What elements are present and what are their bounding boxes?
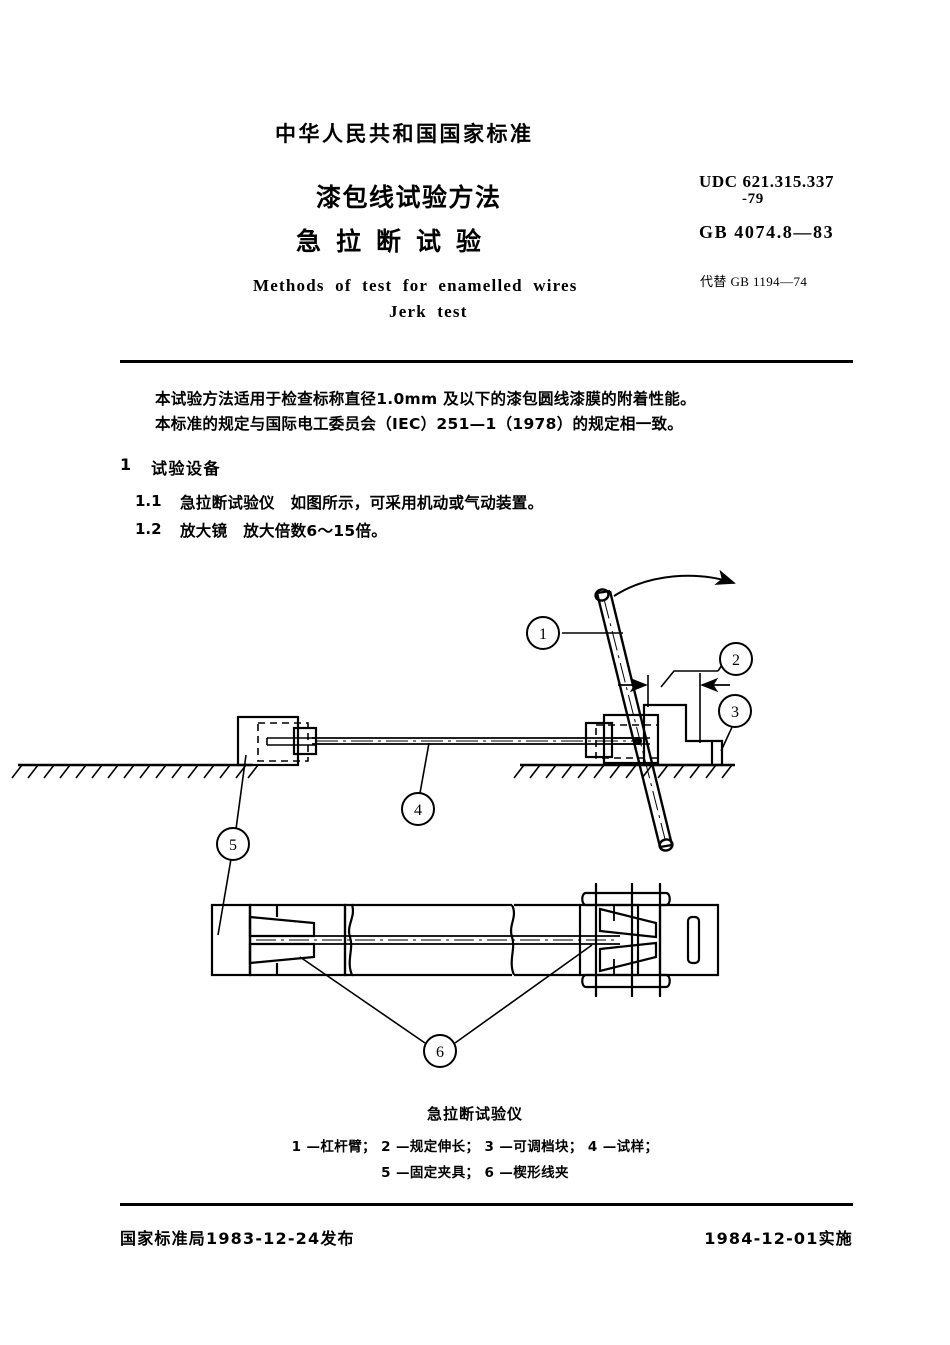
callout-bubble-3-label: 3	[731, 704, 739, 721]
fixed-clamp-block-left	[236, 715, 318, 767]
lever-pivot-top	[594, 588, 610, 602]
lever-pivot-joint	[634, 737, 642, 745]
plan-view-body-right	[514, 903, 580, 977]
figure-caption: 急拉断试验仪	[426, 1105, 523, 1123]
jerk-test-apparatus-figure: 1 2 3	[0, 565, 950, 1085]
item-1-1-text: 急拉断试验仪 如图所示，可采用机动或气动装置。	[180, 494, 544, 512]
item-1-1-number: 1.1	[135, 492, 162, 510]
callout-bubble-5	[216, 827, 250, 861]
fixed-clamp-inner-detail	[266, 737, 316, 746]
gb-standard-number: GB 4074.8—83	[699, 222, 835, 242]
figure-legend-line1: 1 —杠杆臂； 2 —规定伸长； 3 —可调档块； 4 —试样；	[291, 1139, 659, 1155]
udc-classification-line2: -79	[742, 191, 764, 207]
callout-bubble-4	[401, 792, 435, 826]
item-1-2-text: 放大镜 放大倍数6～15倍。	[180, 522, 388, 540]
plan-view-break-symbol	[509, 904, 516, 976]
document-title-english-line1: Methods of test for enamelled wires	[253, 276, 578, 295]
apparatus-drawing-svg: 1 2 3	[11, 569, 753, 1068]
footer-divider-rule	[120, 1203, 853, 1206]
callout-2-leader	[660, 670, 718, 688]
section-1-title: 试验设备	[151, 459, 222, 478]
callout-6-leader-left	[299, 956, 426, 1044]
national-standard-heading: 中华人民共和国国家标准	[275, 122, 534, 146]
document-title-chinese-line2: 急拉断试验	[296, 227, 497, 256]
plan-view-end-plate	[658, 903, 720, 977]
scope-paragraph-line2: 本标准的规定与国际电工委员会（IEC）251—1（1978）的规定相一致。	[155, 415, 684, 433]
plan-view-body-middle	[352, 903, 512, 977]
callout-bubble-3	[718, 694, 752, 728]
callout-bubble-2-label: 2	[732, 652, 740, 669]
callout-bubble-1	[526, 616, 560, 650]
callout-6-leader-right	[454, 944, 593, 1044]
item-1-2-number: 1.2	[135, 520, 162, 538]
document-title-chinese-line1: 漆包线试验方法	[316, 183, 502, 212]
footer-effective-date: 1984-12-01实施	[704, 1229, 853, 1248]
lever-pivot-bottom	[658, 838, 674, 852]
ground-hatch-left	[11, 764, 259, 779]
figure-legend-line2: 5 —固定夹具； 6 —楔形线夹	[381, 1165, 569, 1181]
lever-arm	[595, 589, 674, 849]
callout-4-leader	[419, 742, 430, 794]
section-1-number: 1	[120, 455, 132, 474]
udc-classification-line1: UDC 621.315.337	[699, 172, 835, 191]
callout-bubble-4-label: 4	[414, 802, 422, 819]
callout-bubble-5-label: 5	[229, 837, 237, 854]
fixed-clamp-hidden-outline	[257, 722, 309, 762]
callout-5-leader	[217, 754, 247, 936]
callout-bubble-6	[423, 1034, 457, 1068]
lever-arm-centerline	[603, 598, 666, 840]
specimen-wire-plan	[252, 935, 620, 945]
footer-issued-date: 国家标准局1983-12-24发布	[120, 1229, 355, 1248]
callout-bubble-6-label: 6	[436, 1044, 444, 1061]
callout-bubble-2	[719, 642, 753, 676]
document-title-english-line2: Jerk test	[389, 302, 468, 321]
dimension-extension-lines	[647, 673, 701, 743]
header-divider-rule	[120, 360, 853, 363]
swing-direction-arrow	[613, 569, 736, 597]
scope-paragraph-line1: 本试验方法适用于检查标称直径1.0mm 及以下的漆包圆线漆膜的附着性能。	[155, 390, 696, 408]
ground-hatch-right	[513, 764, 733, 779]
callout-bubble-1-label: 1	[539, 626, 547, 643]
replaces-standard-note: 代替 GB 1194—74	[700, 274, 808, 289]
callout-3-leader	[720, 724, 734, 752]
right-clamp-hidden-outline	[595, 724, 659, 759]
wedge-clamp-right-jaws	[598, 907, 658, 973]
adjustable-stop-block	[642, 703, 724, 767]
